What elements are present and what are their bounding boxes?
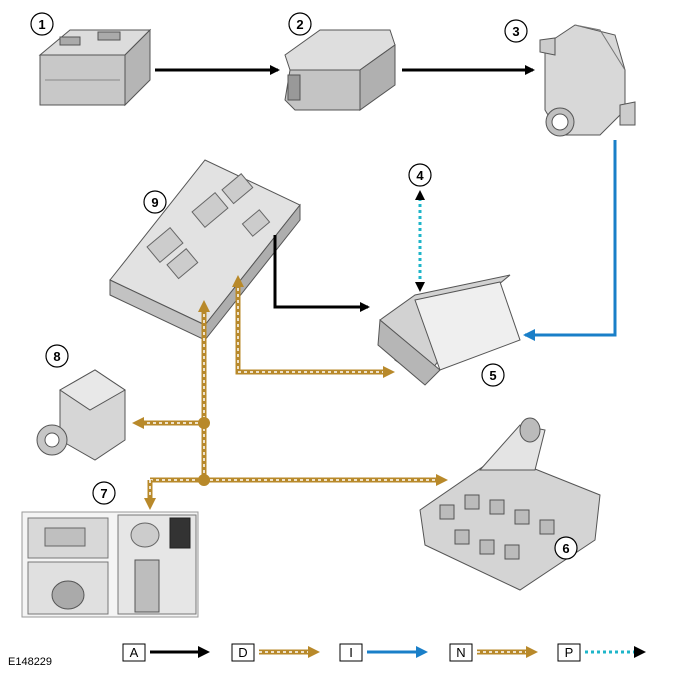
- legend-label-d: D: [238, 645, 247, 660]
- legend-arrow-p: [634, 646, 646, 658]
- callout-1-label: 1: [38, 17, 45, 32]
- arrowhead-to-7: [144, 498, 156, 510]
- callout-6: 6: [554, 536, 578, 560]
- junction-dot: [198, 474, 210, 486]
- link-9-to-5: [273, 235, 370, 312]
- callout-2-label: 2: [296, 17, 303, 32]
- figure-reference: E148229: [8, 656, 52, 668]
- callout-2: 2: [288, 12, 312, 36]
- link-3-to-5: [523, 140, 617, 341]
- callout-8: 8: [45, 344, 69, 368]
- legend-label-n: N: [456, 645, 465, 660]
- arrowhead-to-8: [132, 417, 144, 429]
- callout-7-label: 7: [100, 486, 107, 501]
- valve-body-component: [419, 417, 601, 591]
- legend-label-a: A: [130, 645, 139, 660]
- abs-module-component: [36, 369, 126, 461]
- legend-label-i: I: [349, 645, 353, 660]
- arrowhead-to-9: [198, 300, 210, 312]
- arrowhead-to-6: [436, 474, 448, 486]
- callout-8-label: 8: [53, 349, 60, 364]
- arrowhead-to-9b: [232, 275, 244, 287]
- callout-7: 7: [92, 481, 116, 505]
- gear-selector-component: [21, 511, 199, 618]
- callout-9-label: 9: [151, 195, 158, 210]
- display-module-component: [377, 274, 521, 386]
- callout-6-label: 6: [562, 541, 569, 556]
- callout-5: 5: [481, 363, 505, 387]
- callout-9: 9: [143, 190, 167, 214]
- legend-arrow-a: [198, 646, 210, 658]
- callout-5-label: 5: [489, 368, 496, 383]
- link-4-to-5: [415, 190, 425, 292]
- callout-4-label: 4: [416, 168, 424, 183]
- callout-1: 1: [30, 12, 54, 36]
- junction-dot: [198, 417, 210, 429]
- legend-label-p: P: [565, 645, 574, 660]
- callout-4: 4: [408, 163, 432, 187]
- callout-3-label: 3: [512, 24, 519, 39]
- control-module-2: [284, 29, 396, 111]
- legend-arrow-n: [526, 646, 538, 658]
- actuator-component: [539, 24, 636, 137]
- legend-arrow-d: [308, 646, 320, 658]
- callout-3: 3: [504, 19, 528, 43]
- arrowhead-to-5: [383, 366, 395, 378]
- battery-component: [38, 28, 152, 107]
- legend-arrow-i: [416, 646, 428, 658]
- legend: A D I N P: [122, 643, 646, 662]
